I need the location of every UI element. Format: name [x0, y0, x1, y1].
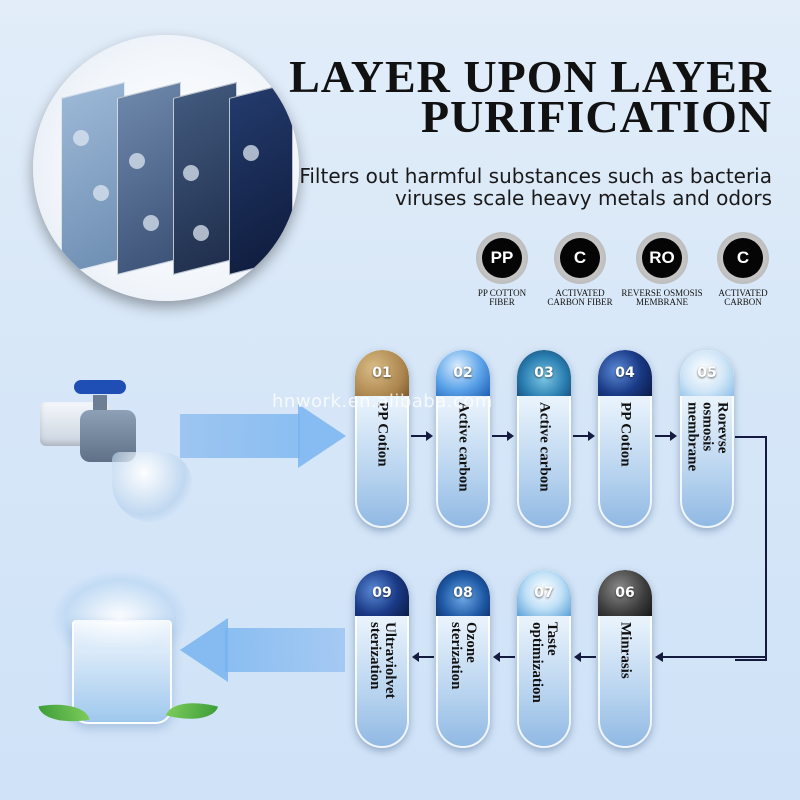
water-tap-icon: [0, 0, 1, 1]
flow-arrow-right-icon: [411, 431, 433, 441]
stage-number: 08: [453, 585, 473, 601]
tap-handle-icon: [74, 380, 126, 394]
tap-neck: [93, 395, 107, 413]
stage-number: 07: [534, 585, 554, 601]
stage-capsule-09: 09 Ultraviolvet sterization: [355, 570, 409, 748]
stage-label: PP Cotion: [617, 402, 634, 467]
stage-capsule-02: 02 Active carbon: [436, 350, 490, 528]
stage-number: 06: [615, 585, 635, 601]
particle-icon: [183, 165, 199, 181]
inflow-arrow-icon: [180, 404, 346, 468]
badge-code: C: [560, 238, 600, 278]
stage-number: 05: [697, 365, 717, 381]
filter-layers-icon: [33, 35, 299, 301]
badge-code: RO: [642, 238, 682, 278]
flow-arrow-right-icon: [655, 431, 677, 441]
flow-connector-line: [735, 436, 767, 661]
flow-arrow-right-icon: [573, 431, 595, 441]
water-glass-icon: [72, 620, 172, 724]
flow-arrow-left-icon: [412, 652, 434, 662]
stage-label: Active carbon: [455, 402, 472, 492]
filter-layer-2: [117, 82, 181, 275]
stage-number: 01: [372, 365, 392, 381]
particle-icon: [129, 153, 145, 169]
stage-label: Ozone sterization: [448, 622, 479, 690]
badge-code: PP: [482, 238, 522, 278]
stage-capsule-06: 06 Minrasis: [598, 570, 652, 748]
particle-icon: [193, 225, 209, 241]
stage-capsule-08: 08 Ozone sterization: [436, 570, 490, 748]
filter-layer-3: [173, 82, 237, 275]
outflow-arrow-icon: [180, 618, 345, 682]
stage-label: Active carbon: [536, 402, 553, 492]
particle-icon: [73, 130, 89, 146]
stage-label: Taste optimization: [529, 622, 560, 703]
stage-number: 04: [615, 365, 635, 381]
leaf-icon: [165, 694, 219, 728]
stage-capsule-03: 03 Active carbon: [517, 350, 571, 528]
subtitle-line-1: Filters out harmful substances such as b…: [299, 164, 772, 188]
stage-capsule-01: 01 PP Cotion: [355, 350, 409, 528]
stage-label: Ultraviolvet sterization: [367, 622, 398, 699]
particle-icon: [93, 185, 109, 201]
stage-number: 03: [534, 365, 554, 381]
stage-number: 09: [372, 585, 392, 601]
badge-code: C: [723, 238, 763, 278]
stage-number: 02: [453, 365, 473, 381]
flow-arrow-left-icon: [493, 652, 515, 662]
stage-label: PP Cotion: [374, 402, 391, 467]
flow-arrow-left-icon: [655, 652, 663, 662]
particle-icon: [243, 145, 259, 161]
stage-label: Minrasis: [617, 622, 634, 679]
headline-line-1: LAYER UPON LAYER: [289, 51, 772, 102]
water-stream-icon: [112, 452, 192, 522]
subtitle-line-2: viruses scale heavy metals and odors: [395, 186, 772, 210]
headline-line-2: PURIFICATION: [420, 91, 772, 142]
flow-connector-bottom: [662, 656, 765, 658]
particle-icon: [143, 215, 159, 231]
flow-arrow-left-icon: [574, 652, 596, 662]
watermark: hnwork.en.alibaba.com: [272, 391, 493, 412]
stage-capsule-07: 07 Taste optimization: [517, 570, 571, 748]
stage-label: Rorevse osmosis membrane: [684, 402, 731, 472]
filter-layer-1: [61, 82, 125, 275]
flow-arrow-right-icon: [492, 431, 514, 441]
stage-capsule-05: 05 Rorevse osmosis membrane: [680, 350, 734, 528]
stage-capsule-04: 04 PP Cotion: [598, 350, 652, 528]
